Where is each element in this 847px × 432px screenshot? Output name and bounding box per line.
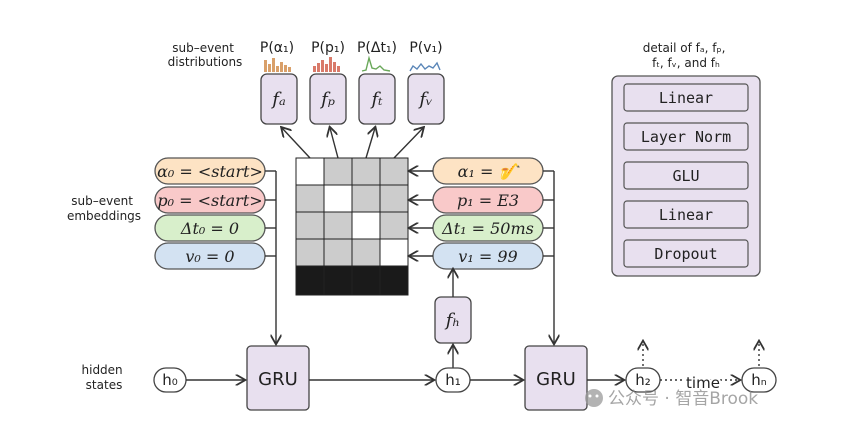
svg-text:Layer Norm: Layer Norm [641,128,731,146]
layer-layer-norm: Layer Norm [623,122,749,151]
dist-title-alpha: P(α₁) [260,40,294,56]
label-sub-event-distributions: sub–event distributions [168,41,243,69]
svg-text:v₀ = 0: v₀ = 0 [185,247,234,266]
arrow-to-f-v [393,128,423,159]
svg-text:fₚ: fₚ [319,89,335,110]
embed-left-alpha: α₀ = <start> [154,157,266,185]
embed-right-alpha: α₁ = 🎷 [432,157,544,185]
svg-text:p₁ = E3: p₁ = E3 [457,191,519,210]
head-f-v: fᵥ [407,73,445,125]
dist-curve-dt [361,55,391,72]
embed-right-v: v₁ = 99 [432,242,544,270]
gru-box-1: GRU [246,345,310,411]
dist-bars-pitch [313,57,340,72]
layer-dropout: Dropout [623,239,749,268]
svg-text:h₀: h₀ [162,371,178,389]
label-hidden-states: hidden states [82,363,127,392]
head-f-h: fₕ [434,296,472,344]
svg-text:p₀ = <start>: p₀ = <start> [157,191,262,210]
label-sub-event-embeddings: sub–event embeddings [67,194,141,223]
arrow-to-f-dt [365,128,375,159]
hidden-state-h1: h₁ [435,367,471,393]
dist-title-v: P(v₁) [409,40,442,56]
head-f-pitch: fₚ [309,73,347,125]
svg-text:fₕ: fₕ [444,310,460,331]
dist-title-pitch: P(p₁) [311,40,345,56]
svg-text:α₁ = 🎷: α₁ = 🎷 [458,162,522,181]
time-label: time [686,374,720,392]
arrow-to-f-pitch [330,128,339,159]
svg-text:v₁ = 99: v₁ = 99 [458,247,517,266]
svg-text:fₜ: fₜ [369,89,383,110]
embed-left-dt: Δt₀ = 0 [154,214,266,242]
svg-text:Δt₀ = 0: Δt₀ = 0 [180,219,239,238]
embed-left-pitch: p₀ = <start> [154,186,266,214]
detail-title: detail of fₐ, fₚ, fₜ, fᵥ, and fₕ [643,41,729,70]
layer-linear-2: Linear [623,200,749,229]
svg-text:Dropout: Dropout [654,245,717,263]
gru-box-2: GRU [524,345,588,411]
watermark: 公众号 · 智音Brook [585,389,758,409]
svg-text:公众号 · 智音Brook: 公众号 · 智音Brook [608,389,758,409]
wechat-icon [585,389,603,407]
hidden-state-hn: hₙ [741,367,777,393]
svg-text:hₙ: hₙ [751,371,767,389]
svg-text:Linear: Linear [659,89,713,107]
embed-right-dt: Δt₁ = 50ms [432,214,544,242]
svg-text:Δt₁ = 50ms: Δt₁ = 50ms [441,219,534,238]
head-f-dt: fₜ [358,73,396,125]
svg-text:GLU: GLU [672,167,699,185]
embed-left-v: v₀ = 0 [154,242,266,270]
svg-text:h₁: h₁ [445,371,461,389]
dist-bars-alpha [264,58,291,72]
arrow-to-f-alpha [282,128,311,159]
svg-text:fᵥ: fᵥ [417,89,432,110]
svg-text:Linear: Linear [659,206,713,224]
svg-text:fₐ: fₐ [270,89,285,110]
embed-right-pitch: p₁ = E3 [432,186,544,214]
layer-glu: GLU [623,161,749,190]
attention-grid [295,157,409,296]
svg-text:α₀ = <start>: α₀ = <start> [157,162,263,181]
svg-text:GRU: GRU [536,369,576,390]
dist-curve-v [409,61,441,72]
layer-linear-1: Linear [623,83,749,112]
head-f-alpha: fₐ [260,73,298,125]
hidden-state-h0: h₀ [153,367,187,393]
svg-text:h₂: h₂ [635,371,651,389]
dist-title-dt: P(Δt₁) [357,40,397,56]
svg-text:GRU: GRU [258,369,298,390]
